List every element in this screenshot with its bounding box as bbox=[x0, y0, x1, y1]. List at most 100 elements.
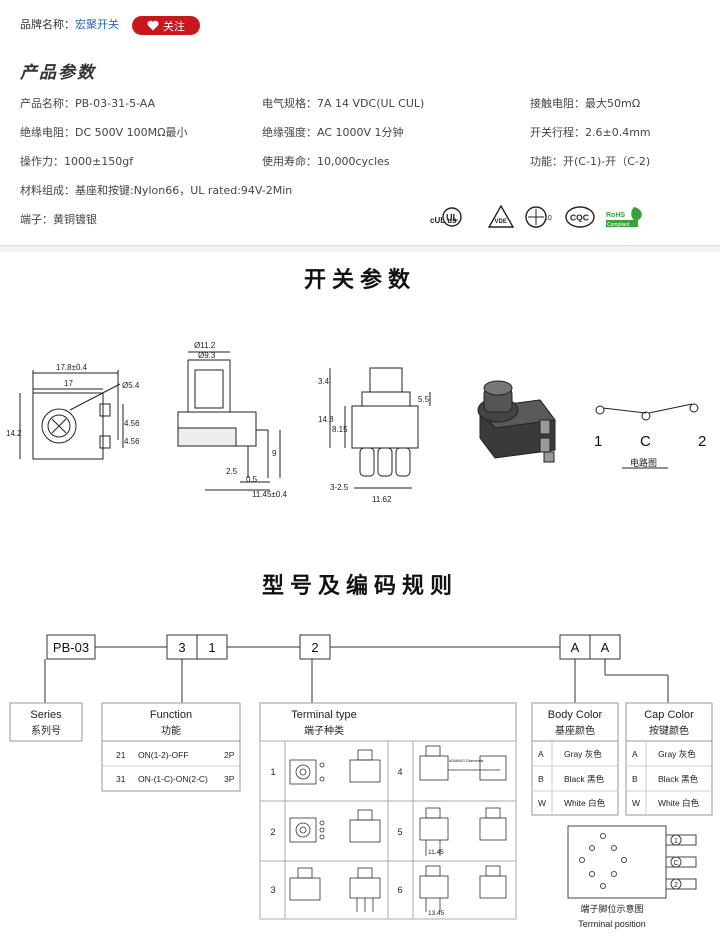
svg-text:CQC: CQC bbox=[570, 213, 589, 223]
series-cn: 系列号 bbox=[31, 724, 61, 737]
terminal-type-header bbox=[259, 702, 517, 742]
body-color-cn: 基座颜色 bbox=[555, 724, 595, 737]
function-row1-desc: ON(1-2)-OFF bbox=[138, 750, 189, 760]
code-text-func-1: 3 bbox=[178, 640, 185, 655]
body-color-en: Body Color bbox=[548, 709, 603, 721]
series-box bbox=[9, 702, 83, 742]
svg-text:RoHS: RoHS bbox=[606, 212, 625, 219]
terminal-num-3: 3 bbox=[270, 885, 275, 895]
function-row2-pole: 3P bbox=[224, 774, 235, 784]
cap-a-name: Gray 灰色 bbox=[658, 749, 696, 759]
dim-stem: Ø9.3 bbox=[198, 351, 216, 360]
body-w-name: White 白色 bbox=[564, 798, 606, 808]
brand-label: 品牌名称： bbox=[20, 18, 75, 31]
param-dielectric: 绝缘强度：AC 1000V 1分钟 bbox=[262, 126, 404, 139]
dim-w-inner: 17 bbox=[64, 379, 73, 388]
body-a: A bbox=[538, 749, 544, 759]
circuit-label-1: 1 bbox=[594, 433, 602, 450]
dim-w-outer: 17.8±0.4 bbox=[56, 363, 88, 372]
terminal-position-drawing bbox=[567, 825, 697, 899]
svg-text:VDE: VDE bbox=[495, 219, 507, 225]
cqc-cert-icon: CQC bbox=[564, 205, 596, 229]
terminal-num-1: 1 bbox=[270, 767, 275, 777]
brand-line: 品牌名称：宏聚开关 bbox=[20, 16, 119, 32]
param-product-name: 产品名称：PB-03-31-5-AA bbox=[20, 97, 156, 110]
coding-title: 型号及编码规则 bbox=[261, 574, 458, 599]
code-text-body: A bbox=[571, 640, 580, 655]
follow-button[interactable]: 关注 bbox=[132, 16, 200, 35]
tpos-pin-c: C bbox=[673, 860, 678, 867]
param-force: 操作力：1000±150gf bbox=[20, 155, 134, 168]
terminal-dim-1345: 13.45 bbox=[428, 910, 445, 917]
cap-b-name: Black 黑色 bbox=[658, 774, 699, 784]
product-info-panel: 品牌名称：宏聚开关 关注 产品参数 产品名称：PB-03-31-5-AA 电气规… bbox=[0, 0, 720, 246]
code-box-series bbox=[46, 634, 96, 660]
product-params-title: 产品参数 bbox=[20, 63, 96, 83]
dim-cap: Ø11.2 bbox=[194, 341, 216, 350]
dim-body-h: 14.8 bbox=[318, 415, 334, 424]
terminal-drawings bbox=[289, 745, 507, 912]
terminal-dim-1145: 11.45 bbox=[428, 849, 444, 856]
terminal-num-2: 2 bbox=[270, 827, 275, 837]
series-en: Series bbox=[30, 709, 62, 721]
code-text-cap: A bbox=[601, 640, 610, 655]
dim-pin-len: 9 bbox=[272, 449, 277, 458]
dim-pin-off: 2.5 bbox=[226, 467, 238, 476]
code-box-cap bbox=[589, 634, 621, 660]
dim-mid-h: 8.15 bbox=[332, 425, 348, 434]
circuit-label-c: C bbox=[640, 433, 651, 450]
dim-right-h: 5.5 bbox=[418, 395, 430, 404]
dim-pin-span: 11.45±0.4 bbox=[252, 490, 287, 499]
function-row2-code: 31 bbox=[116, 774, 126, 784]
dim-pin-w: 0.5 bbox=[246, 475, 258, 484]
function-box bbox=[101, 702, 241, 792]
dim-h-b: 4.56 bbox=[124, 437, 140, 446]
cap-color-box bbox=[625, 702, 713, 816]
function-row2-desc: ON-(1-C)-ON(2-C) bbox=[138, 774, 208, 784]
code-box-body bbox=[559, 634, 591, 660]
dim-hole: Ø5.4 bbox=[122, 381, 140, 390]
code-text-terminal: 2 bbox=[311, 640, 318, 655]
param-electrical: 电气规格：7A 14 VDC(UL CUL) bbox=[262, 97, 425, 110]
function-row1-code: 21 bbox=[116, 750, 126, 760]
param-insulation-resistance: 绝缘电阻：DC 500V 100MΩ最小 bbox=[20, 126, 188, 139]
dim-h-left: 14.2 bbox=[6, 429, 22, 438]
body-a-name: Gray 灰色 bbox=[564, 749, 602, 759]
tpos-pin-1: 1 bbox=[674, 838, 678, 845]
svg-text:Compliant: Compliant bbox=[607, 222, 630, 228]
tpos-pin-2: 2 bbox=[674, 882, 678, 889]
svg-text:10: 10 bbox=[544, 215, 552, 222]
body-b-name: Black 黑色 bbox=[564, 774, 605, 784]
param-material: 材料组成：基座和按键:Nylon66，UL rated:94V-2Min bbox=[20, 184, 293, 197]
param-contact-resistance: 接触电阻：最大50mΩ bbox=[530, 97, 641, 110]
svg-text:UL: UL bbox=[446, 213, 458, 223]
body-b: B bbox=[538, 774, 544, 784]
dim-pitch: 3-2.5 bbox=[330, 483, 349, 492]
heart-icon bbox=[147, 20, 159, 31]
cap-a: A bbox=[632, 749, 638, 759]
switch-drawings: 17.8±0.4 17 Ø5.4 14.2 4.56 4.56 Ø11.2 Ø9… bbox=[6, 341, 706, 504]
cap-w-name: White 白色 bbox=[658, 798, 700, 808]
vde-cert-icon: VDE bbox=[488, 205, 514, 229]
cap-b: B bbox=[632, 774, 638, 784]
terminal-wire-note: #26AWG Diametral bbox=[449, 758, 483, 763]
cap-color-cn: 按键颜色 bbox=[649, 724, 689, 737]
section-divider bbox=[0, 246, 720, 252]
function-cn: 功能 bbox=[161, 724, 181, 737]
brand-name-link[interactable]: 宏聚开关 bbox=[75, 18, 119, 31]
terminal-en: Terminal type bbox=[291, 709, 356, 721]
terminal-position-cn: 端子脚位示意图 bbox=[580, 903, 643, 914]
terminal-num-4: 4 bbox=[397, 767, 402, 777]
dim-top-h: 3.4 bbox=[318, 377, 330, 386]
cap-w: W bbox=[632, 798, 640, 808]
body-color-box bbox=[531, 702, 619, 816]
circuit-diagram bbox=[595, 403, 699, 469]
param-travel: 开关行程：2.6±0.4mm bbox=[530, 126, 651, 139]
switch-params-title: 开关参数 bbox=[303, 268, 416, 293]
rear-view-drawing bbox=[329, 367, 431, 489]
rohs-cert-icon: RoHS Compliant bbox=[606, 205, 646, 229]
terminal-num-5: 5 bbox=[397, 827, 402, 837]
param-life: 使用寿命：10,000cycles bbox=[262, 155, 390, 168]
switch-3d-image bbox=[477, 380, 556, 463]
